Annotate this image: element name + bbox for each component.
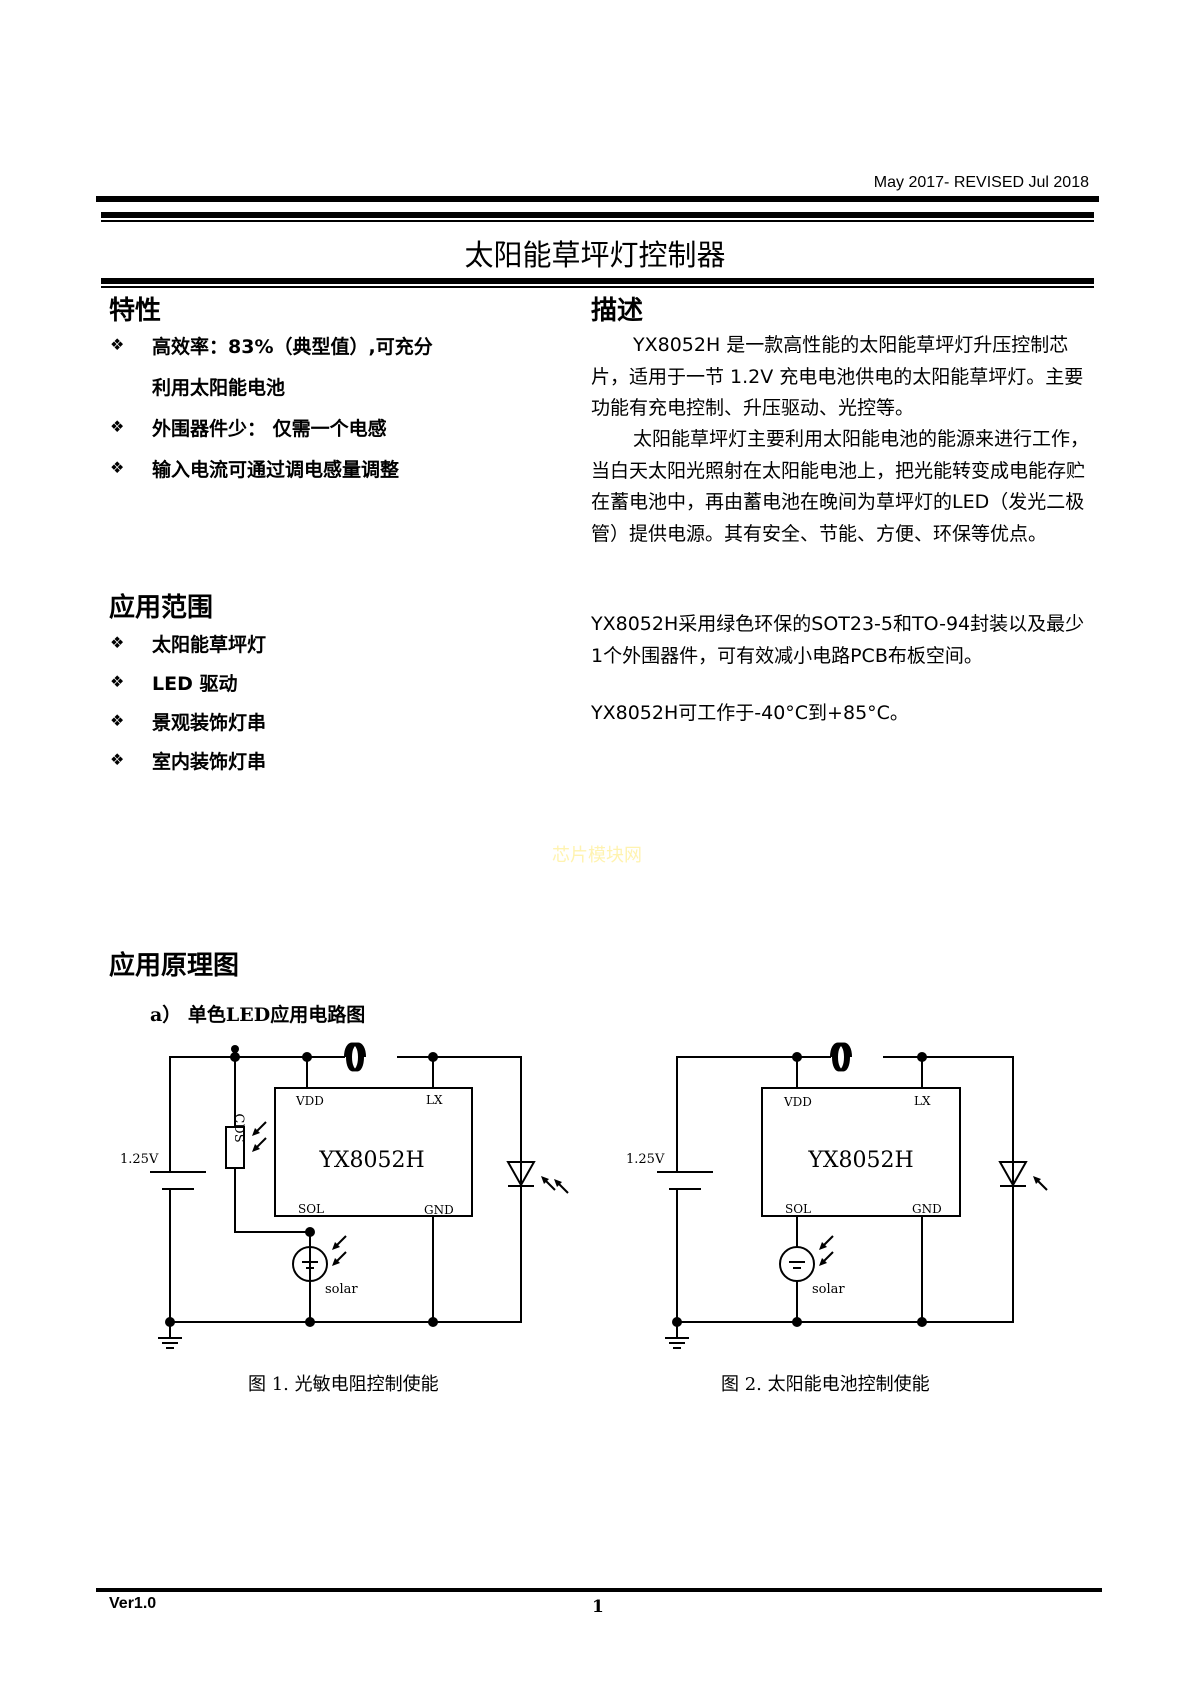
watermark: 芯片模块网 — [552, 845, 642, 866]
divider — [101, 278, 1094, 284]
divider — [101, 286, 1094, 288]
bullet-icon: ❖ — [110, 335, 125, 354]
bullet-icon: ❖ — [110, 750, 125, 769]
application-item: LED 驱动 — [152, 673, 238, 695]
description-paragraph: YX8052H 是一款高性能的太阳能草坪灯升压控制芯片，适用于一节 1.2V 充… — [591, 334, 1084, 419]
figure-2-caption: 图 2. 太阳能电池控制使能 — [721, 1374, 930, 1395]
divider — [96, 196, 1099, 202]
pin-gnd: GND — [912, 1202, 942, 1216]
application-item: 室内装饰灯串 — [152, 751, 267, 773]
description-heading: 描述 — [591, 296, 644, 326]
description-paragraph: 太阳能草坪灯主要利用太阳能电池的能源来进行工作，当白天太阳光照射在太阳能电池上，… — [591, 428, 1090, 545]
chip-label: YX8052H — [807, 1148, 913, 1173]
node-dots — [231, 1045, 239, 1053]
revision-date: May 2017- REVISED Jul 2018 — [873, 174, 1089, 191]
version: Ver1.0 — [109, 1595, 157, 1612]
bullet-icon: ❖ — [110, 458, 125, 477]
page-title: 太阳能草坪灯控制器 — [464, 238, 726, 272]
page-number: 1 — [592, 1597, 604, 1617]
schematic-subheading: a） 单色LED应用电路图 — [150, 1004, 366, 1026]
pin-vdd: VDD — [295, 1094, 324, 1108]
divider — [101, 212, 1094, 218]
features-heading: 特性 — [109, 296, 162, 326]
footer-divider — [96, 1588, 1102, 1592]
divider — [101, 220, 1094, 222]
chip-label: YX8052H — [318, 1148, 424, 1173]
bullet-icon: ❖ — [110, 417, 125, 436]
pin-lx: LX — [426, 1093, 443, 1107]
voltage-label: 1.25V — [626, 1152, 665, 1167]
feature-item: 输入电流可通过调电感量调整 — [152, 459, 400, 481]
solar-label: solar — [812, 1282, 845, 1297]
bullet-icon: ❖ — [110, 711, 125, 730]
pin-vdd: VDD — [783, 1095, 812, 1109]
pin-sol: SOL — [298, 1202, 324, 1216]
description-paragraph: YX8052H采用绿色环保的SOT23-5和TO-94封装以及最少1个外围器件，… — [591, 613, 1085, 667]
application-item: 太阳能草坪灯 — [152, 634, 267, 656]
description-paragraph: YX8052H可工作于-40°C到+85°C。 — [591, 702, 909, 724]
applications-heading: 应用范围 — [109, 593, 214, 623]
solar-label: solar — [325, 1282, 358, 1297]
voltage-label: 1.25V — [120, 1152, 159, 1167]
pin-gnd: GND — [424, 1203, 454, 1217]
feature-item: 利用太阳能电池 — [152, 377, 286, 399]
feature-item: 高效率：83%（典型值）,可充分 — [152, 336, 433, 358]
circuit-solar: 1.25V VDD LX SOL GND YX8052H solar — [626, 1042, 1048, 1349]
pin-lx: LX — [914, 1094, 931, 1108]
bullet-icon: ❖ — [110, 633, 125, 652]
feature-item: 外围器件少： 仅需一个电感 — [152, 418, 387, 440]
application-item: 景观装饰灯串 — [152, 712, 267, 734]
circuit-cds — [150, 1042, 536, 1323]
figure-1-caption: 图 1. 光敏电阻控制使能 — [248, 1374, 439, 1395]
pin-sol: SOL — [785, 1202, 811, 1216]
cds-label: CDS — [231, 1113, 246, 1142]
schematic-heading: 应用原理图 — [109, 951, 240, 981]
bullet-icon: ❖ — [110, 672, 125, 691]
